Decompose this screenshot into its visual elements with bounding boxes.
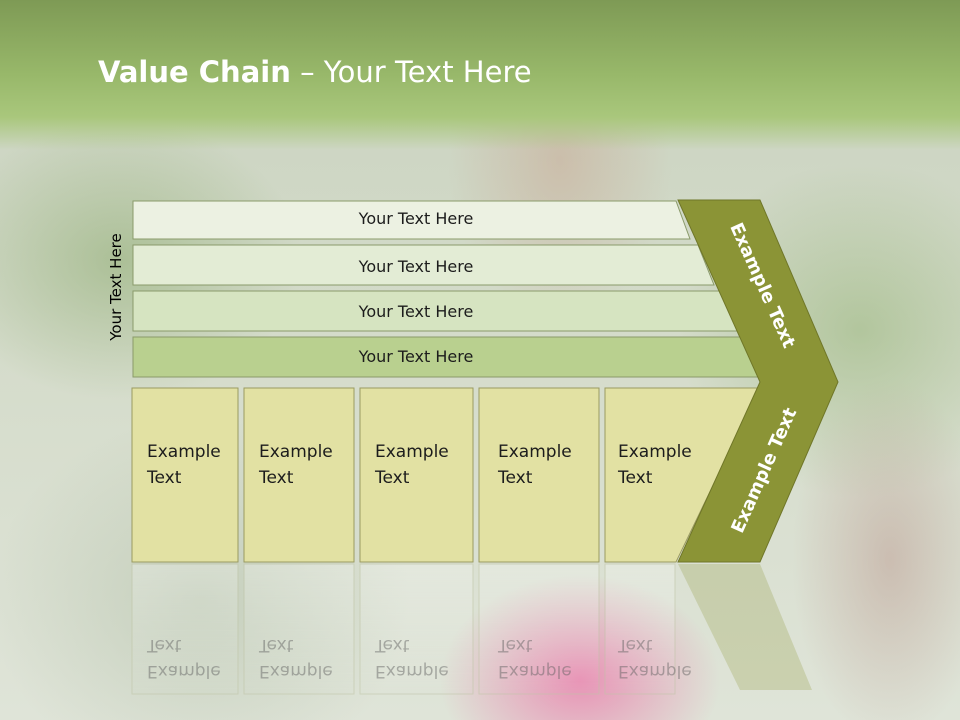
box-3-reflection [359,563,474,695]
box-1-text-reflection: Example Text [147,632,221,684]
title-bold: Value Chain [98,55,291,89]
box-3-refl-line2: Text [375,635,410,655]
box-4-line1: Example [498,442,572,462]
box-2 [243,387,355,563]
box-3-line1: Example [375,442,449,462]
box-5-text-reflection: Example Text [618,632,692,684]
box-3-refl-line1: Example [375,661,449,681]
box-4 [478,387,600,563]
box-1-refl-line2: Text [147,635,182,655]
box-5 [604,387,761,563]
box-3-line2: Text [375,468,410,488]
bar-1-label: Your Text Here [358,209,474,228]
box-5-refl-line2: Text [618,635,653,655]
box-2-refl-line2: Text [259,635,294,655]
chevron-reflection [678,564,812,690]
box-4-refl-line2: Text [498,635,533,655]
box-2-refl-line1: Example [259,661,333,681]
box-2-line2: Text [259,468,294,488]
box-5-reflection [604,563,676,695]
bar-2 [132,244,715,286]
reflection-group [131,563,812,695]
box-2-text-reflection: Example Text [259,632,333,684]
bar-3-label: Your Text Here [358,302,474,321]
box-4-line2: Text [498,468,533,488]
box-4-refl-line1: Example [498,661,572,681]
bar-4-label: Your Text Here [358,347,474,366]
box-4-reflection [478,563,600,695]
header-band [0,0,960,150]
box-2-reflection [243,563,355,695]
box-3 [359,387,474,563]
box-4-text-reflection: Example Text [498,632,572,684]
box-2-line1: Example [259,442,333,462]
box-1 [131,387,239,563]
box-1-line2: Text [147,468,182,488]
box-5-line1: Example [618,442,692,462]
slide-title: Value Chain – Your Text Here [98,55,532,89]
box-1-refl-line1: Example [147,661,221,681]
box-5-line2: Text [618,468,653,488]
bar-2-label: Your Text Here [358,257,474,276]
chevron-arrow [677,199,839,563]
box-1-reflection [131,563,239,695]
box-1-line1: Example [147,442,221,462]
bar-1 [132,200,691,240]
title-rest: – Your Text Here [290,55,532,89]
box-5-refl-line1: Example [618,661,692,681]
box-3-text-reflection: Example Text [375,632,449,684]
